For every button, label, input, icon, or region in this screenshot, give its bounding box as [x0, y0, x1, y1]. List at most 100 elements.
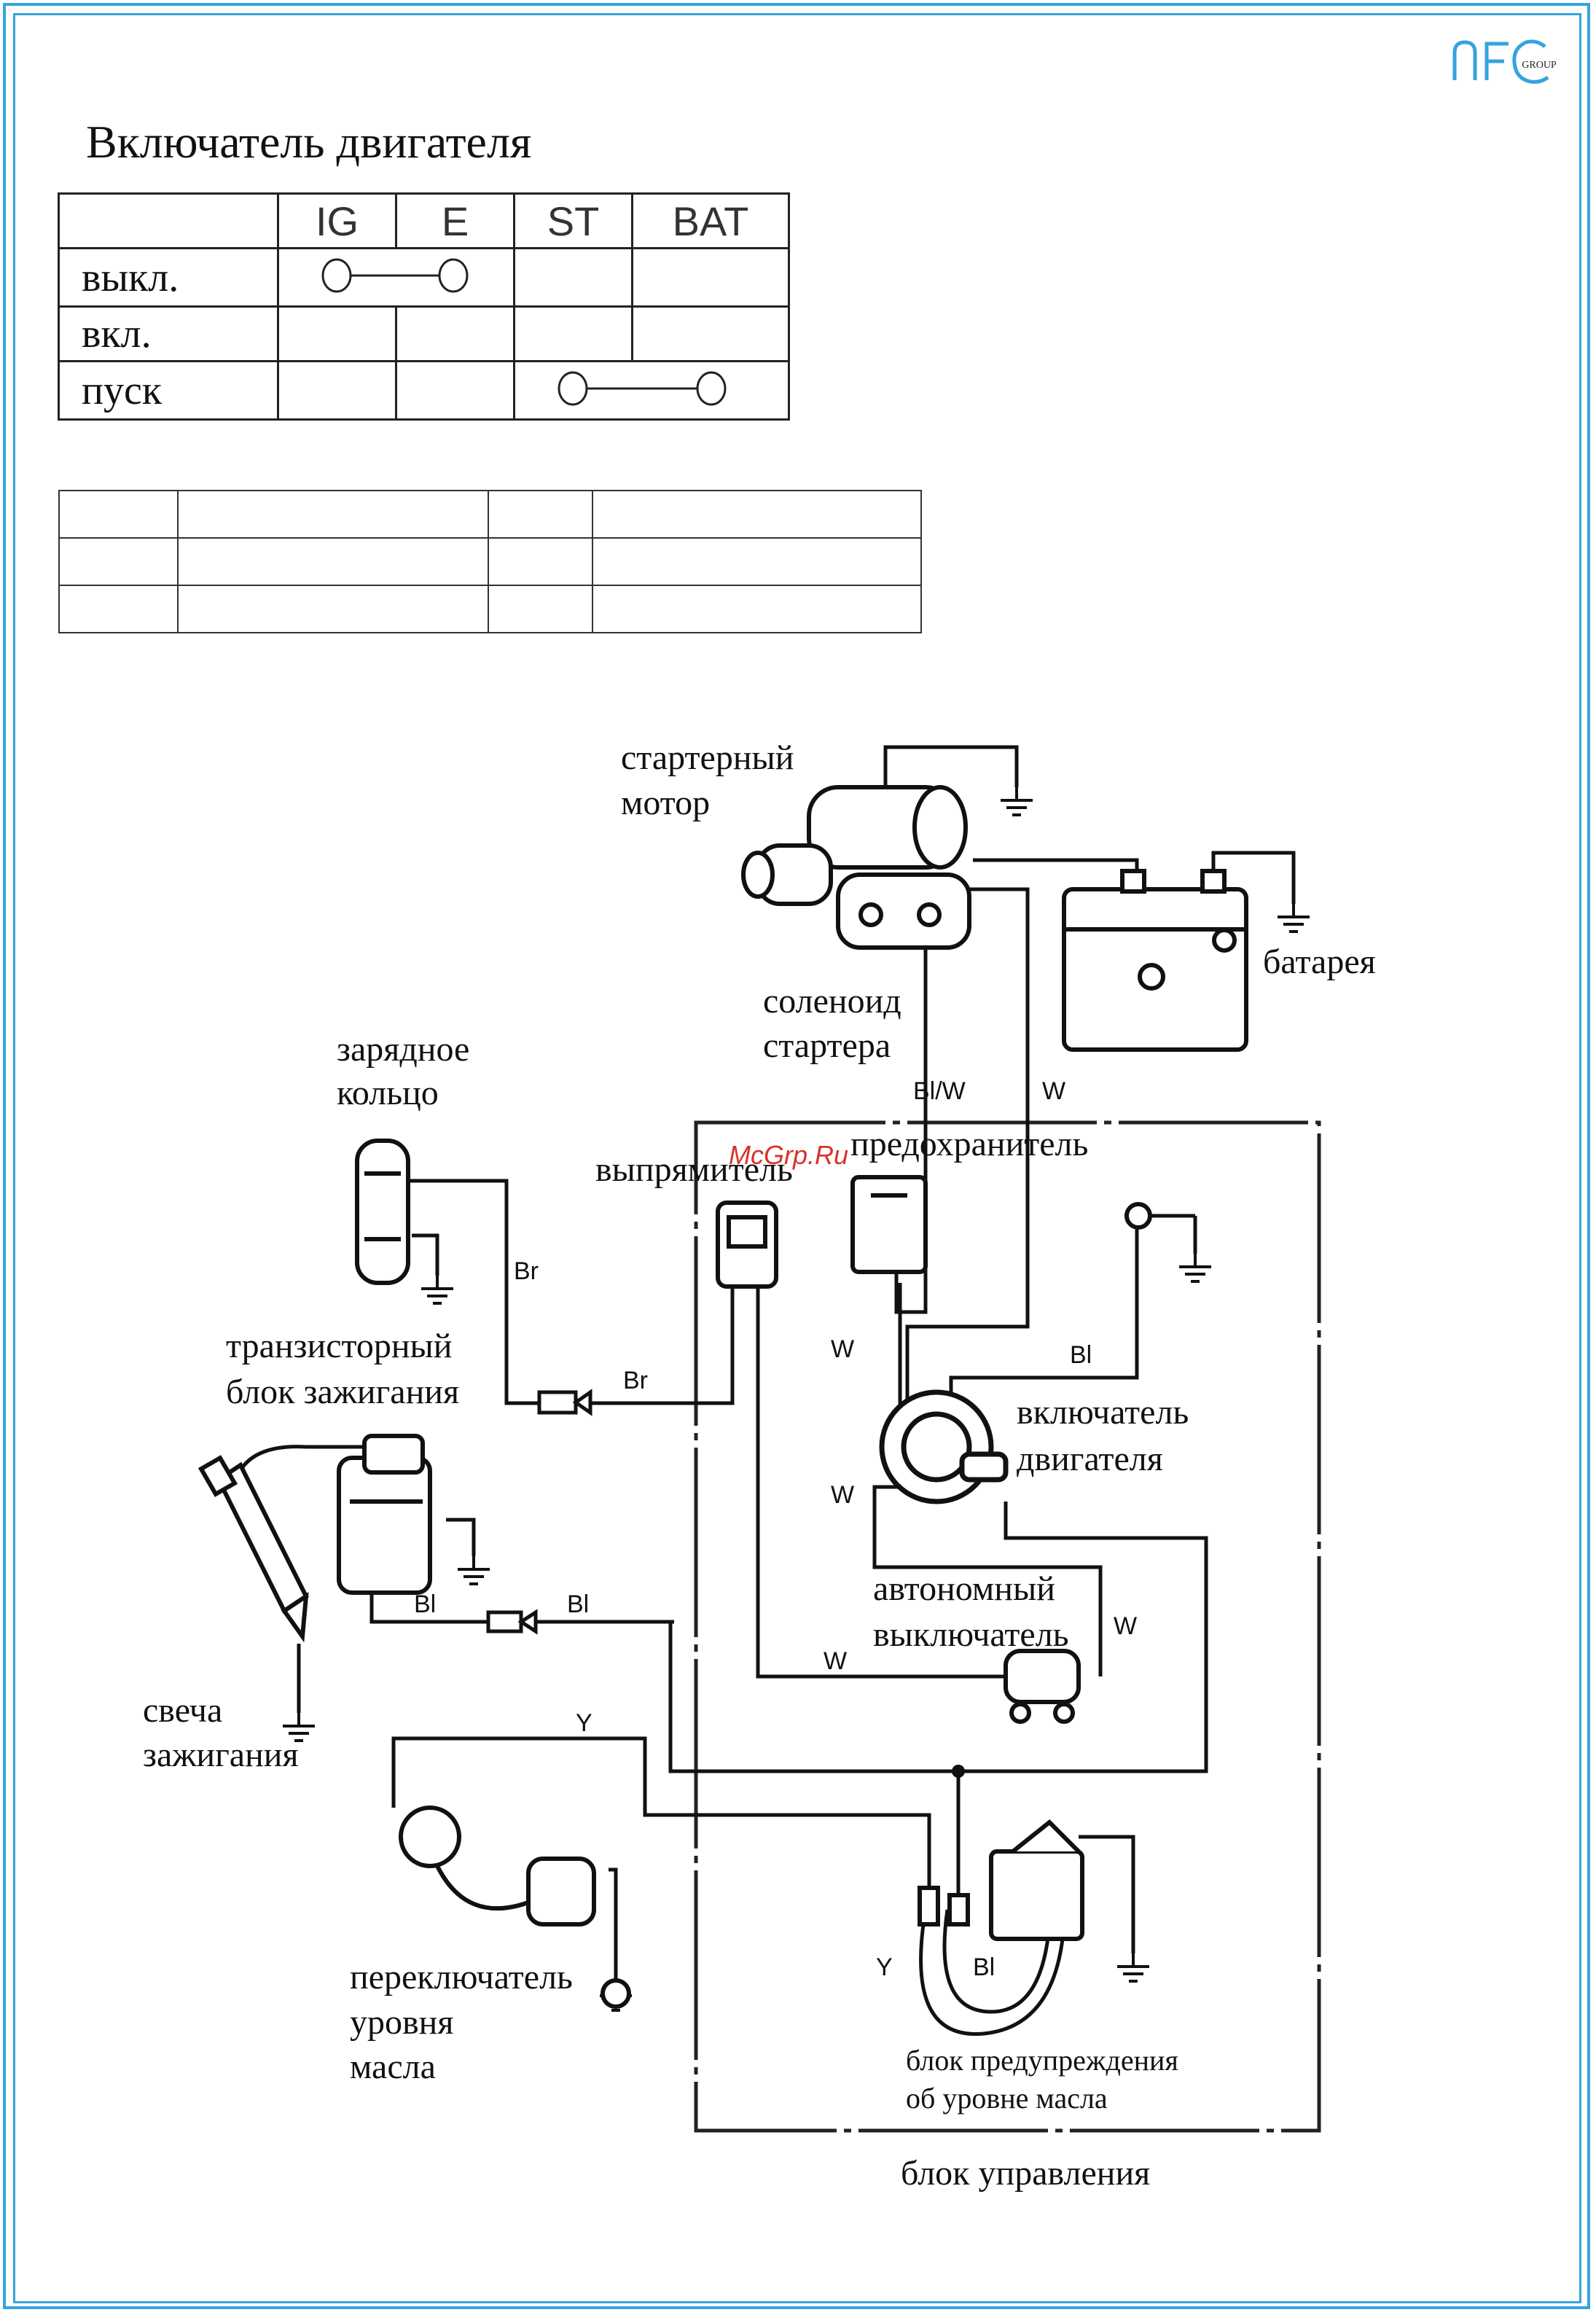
table-cell — [513, 305, 633, 362]
ground-symbol — [1116, 1952, 1151, 1983]
ground-symbol — [999, 786, 1034, 816]
control-box-frame — [694, 1120, 1321, 2133]
wire-label: W — [1042, 1077, 1065, 1105]
label-spark-plug-2: зажигания — [143, 1736, 299, 1774]
wire-label: Y — [576, 1709, 592, 1737]
label-fuse: предохранитель — [850, 1125, 1088, 1163]
label-oil-warning-2: об уровне масла — [906, 2082, 1108, 2115]
wire-label: W — [831, 1335, 854, 1363]
label-battery: батарея — [1263, 942, 1376, 981]
page-border-outer — [3, 3, 1590, 2309]
ground-symbol — [1276, 902, 1311, 933]
afc-group-logo: GROUP — [1452, 39, 1558, 84]
spark-plug — [197, 1455, 309, 1643]
wire-label: Bl — [567, 1590, 589, 1618]
table-header-row: IG E ST BAT — [58, 192, 790, 249]
component-labels: стартерный мотор соленоид стартера батар… — [143, 738, 1376, 2193]
label-spark-plug-1: свеча — [143, 1691, 222, 1730]
label-charging-coil-2: кольцо — [337, 1074, 439, 1112]
switch-position-table: IG E ST BAT выкл. вкл. пуск — [58, 192, 790, 421]
st-bat-connection-symbol — [558, 371, 727, 406]
wire-oil-switch-ground — [609, 1867, 618, 1983]
table-cell — [395, 305, 515, 362]
table-row: вкл. — [58, 305, 790, 362]
wire-label: Y — [876, 1953, 893, 1981]
logo-sub-text: GROUP — [1522, 60, 1557, 71]
label-control-box: блок управления — [901, 2154, 1150, 2193]
wire-switch-right-bl — [369, 1502, 1208, 1773]
wire-label: Bl — [973, 1953, 995, 1981]
wire-ignition-ground — [446, 1518, 476, 1556]
label-oil-switch-2: уровня — [350, 2003, 453, 2042]
wire-switch-gnd-bl — [949, 1217, 1139, 1421]
page-title: Включатель двигателя — [86, 116, 532, 168]
label-solenoid-2: стартера — [763, 1026, 891, 1065]
fuse — [850, 1175, 928, 1274]
header-cell-ig: IG — [277, 192, 397, 249]
ground-symbol — [1178, 1252, 1213, 1283]
wire-connector — [537, 1389, 592, 1416]
blank-table — [58, 490, 922, 633]
wire-rectifier-autoswitch-w — [756, 1283, 1006, 1679]
charging-coil — [355, 1139, 410, 1285]
table-cell — [513, 247, 633, 308]
row-label-on: вкл. — [58, 305, 279, 362]
wire-rectifier-br — [590, 1283, 735, 1405]
wire-oil-loop-2 — [942, 1909, 1052, 2014]
watermark: McGrp.Ru — [729, 1140, 848, 1170]
table-row: выкл. — [58, 247, 790, 308]
wire-charge-coil-br — [404, 1179, 539, 1405]
header-cell-bat: BAT — [631, 192, 790, 249]
wire-label: Br — [623, 1367, 648, 1394]
wire-coil-ground — [412, 1233, 439, 1276]
table-cell — [277, 305, 397, 362]
wire-color-labels: Bl/W W Br Br W Bl W W W Bl Bl Y Y Bl — [414, 1077, 1137, 1981]
label-solenoid-1: соленоид — [763, 982, 901, 1020]
wire-label: W — [824, 1647, 847, 1675]
label-engine-switch-2: двигателя — [1017, 1440, 1163, 1478]
label-ignition-unit-2: блок зажигания — [226, 1373, 459, 1411]
link-cell-ig-e — [277, 247, 515, 308]
label-starter-motor-2: мотор — [621, 784, 710, 822]
table-row — [58, 490, 922, 539]
label-standalone-switch-1: автономный — [873, 1569, 1055, 1608]
engine-switch — [879, 1389, 1009, 1504]
row-label-start: пуск — [58, 360, 279, 421]
oil-warning-unit — [918, 1819, 1084, 1941]
link-cell-st-bat — [513, 360, 790, 421]
oil-level-switch — [399, 1805, 631, 2009]
table-row — [58, 585, 922, 633]
junction-dot — [952, 1765, 965, 1778]
label-rectifier: выпрямитель — [595, 1150, 793, 1189]
table-row: пуск — [58, 360, 790, 421]
wire-starter-ground — [883, 745, 1019, 787]
ground-terminal — [1124, 1202, 1152, 1230]
row-label-off: выкл. — [58, 247, 279, 308]
wire-label: Br — [514, 1257, 539, 1285]
label-standalone-switch-2: выключатель — [873, 1615, 1069, 1654]
header-cell-st: ST — [513, 192, 633, 249]
wire-label: W — [831, 1481, 854, 1509]
label-charging-coil-1: зарядное — [337, 1030, 469, 1069]
label-oil-switch-3: масла — [350, 2047, 436, 2086]
label-oil-switch-1: переключатель — [350, 1958, 573, 1996]
page-border-inner — [13, 13, 1581, 2303]
rectifier — [716, 1201, 778, 1289]
wire-solenoid-bl-w — [905, 887, 1030, 1429]
label-oil-warning-1: блок предупреждения — [906, 2044, 1178, 2077]
label-starter-motor-1: стартерный — [621, 738, 794, 777]
wire-label: Bl/W — [913, 1077, 966, 1105]
table-row — [58, 537, 922, 586]
label-engine-switch-1: включатель — [1017, 1393, 1189, 1432]
ground-symbol — [456, 1555, 491, 1585]
battery — [1062, 869, 1248, 1052]
label-ignition-unit-1: транзисторный — [226, 1327, 452, 1365]
ground-symbol — [420, 1274, 455, 1305]
wire-oil-loop — [919, 1909, 1066, 2037]
starter-motor — [741, 785, 971, 950]
wire-connector — [486, 1609, 538, 1635]
ignition-unit — [337, 1434, 432, 1595]
header-cell-empty — [58, 192, 279, 249]
table-cell — [631, 305, 790, 362]
